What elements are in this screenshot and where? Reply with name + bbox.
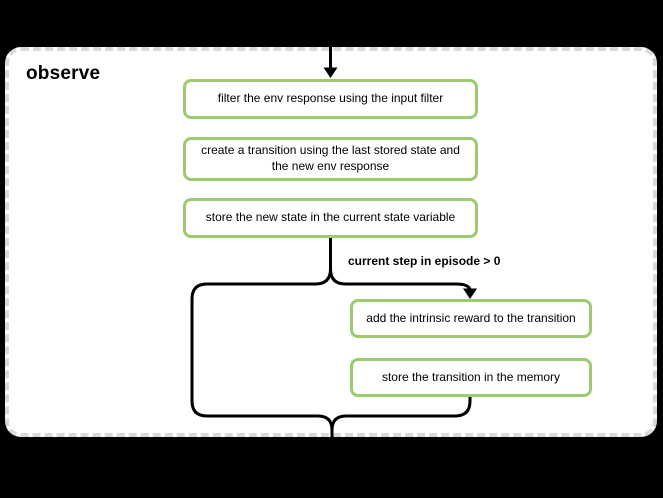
node-create-transition: create a transition using the last store… [183, 137, 478, 181]
node-store-transition: store the transition in the memory [350, 358, 592, 397]
node-filter-env-response: filter the env response using the input … [183, 79, 478, 119]
node-add-intrinsic-reward: add the intrinsic reward to the transiti… [350, 299, 592, 338]
condition-label: current step in episode > 0 [348, 254, 501, 268]
node-store-new-state: store the new state in the current state… [183, 198, 478, 238]
group-title: observe [26, 63, 101, 84]
